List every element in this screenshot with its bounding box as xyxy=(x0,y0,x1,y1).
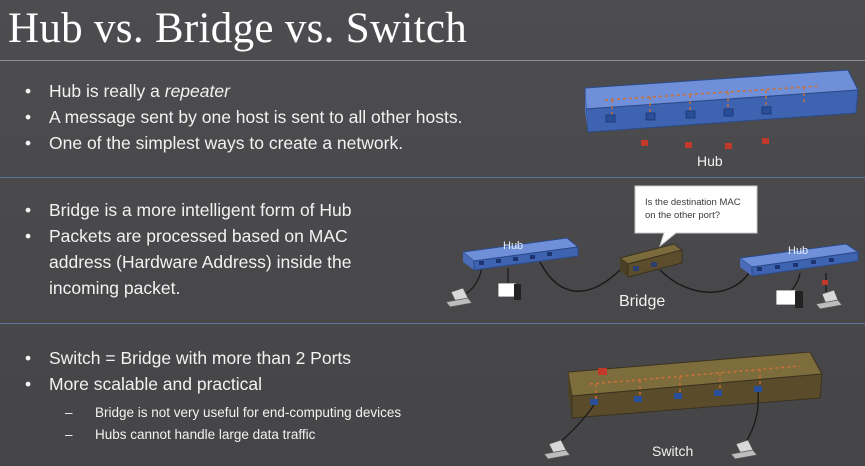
bullet: Hub is really a repeater xyxy=(17,78,462,104)
switch-sub-bullets: Bridge is not very useful for end-comput… xyxy=(65,402,401,446)
laptop-icon xyxy=(543,439,571,460)
bullet: One of the simplest ways to create a net… xyxy=(17,130,462,156)
laptop-icon xyxy=(445,287,473,308)
hub-device xyxy=(584,69,859,149)
title-divider xyxy=(0,60,865,61)
hub-bullets: Hub is really a repeater A message sent … xyxy=(17,78,462,156)
switch-bullets: Switch = Bridge with more than 2 Ports M… xyxy=(17,345,351,397)
section-divider-1 xyxy=(0,177,865,178)
left-hub-label: Hub xyxy=(503,240,523,252)
section-divider-2 xyxy=(0,323,865,324)
hub-label: Hub xyxy=(697,153,723,169)
bridge-bullets: Bridge is a more intelligent form of Hub… xyxy=(17,197,352,301)
left-hub-device xyxy=(461,237,580,271)
callout-line-1: Is the destination MAC xyxy=(645,197,741,208)
desktop-computer-icon xyxy=(775,289,803,308)
slide-title: Hub vs. Bridge vs. Switch xyxy=(8,5,467,52)
right-hub-label: Hub xyxy=(788,245,808,257)
callout-line-2: on the other port? xyxy=(645,210,720,221)
bullet: Bridge is a more intelligent form of Hub xyxy=(17,197,352,223)
bullet: A message sent by one host is sent to al… xyxy=(17,104,462,130)
emphasis-text: repeater xyxy=(164,81,230,101)
bridge-label: Bridge xyxy=(619,293,665,310)
bullet: Switch = Bridge with more than 2 Ports xyxy=(17,345,351,371)
sub-bullet: Bridge is not very useful for end-comput… xyxy=(65,402,401,424)
bullet: Packets are processed based on MACaddres… xyxy=(17,223,352,301)
desktop-computer-icon xyxy=(497,282,521,300)
right-hub-device xyxy=(738,243,860,277)
laptop-icon xyxy=(730,439,758,460)
switch-label: Switch xyxy=(652,443,693,459)
switch-device xyxy=(567,351,823,419)
sub-bullet: Hubs cannot handle large data traffic xyxy=(65,424,401,446)
bridge-device xyxy=(618,243,684,278)
bullet: More scalable and practical xyxy=(17,371,351,397)
callout-bubble: Is the destination MAC on the other port… xyxy=(634,185,758,248)
laptop-icon xyxy=(815,289,843,310)
